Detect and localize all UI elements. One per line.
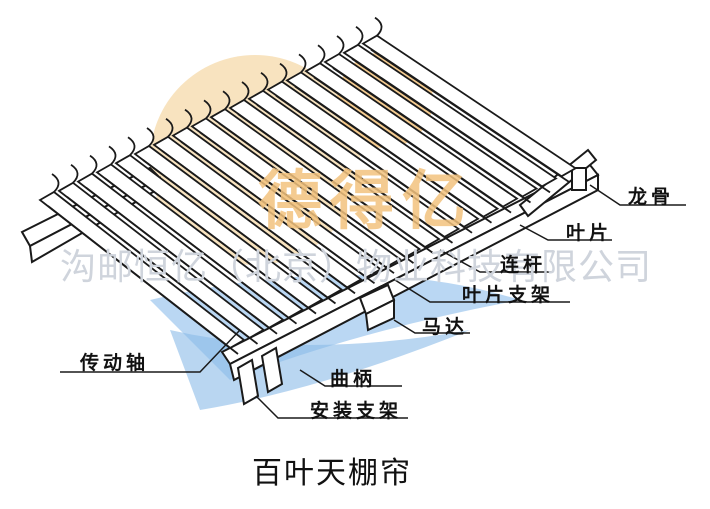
blade-bracket-hook xyxy=(108,145,117,166)
connecting-rod-segment xyxy=(370,48,571,184)
blade-bracket-hook xyxy=(165,118,174,138)
connecting-rod-segment xyxy=(85,186,278,335)
blade-bracket-hook xyxy=(70,164,79,184)
connecting-rod-segment xyxy=(180,140,376,285)
label-mounting-bracket: 安装支架 xyxy=(310,400,403,422)
connecting-rod-segment xyxy=(47,205,239,355)
leader-connecting-rod xyxy=(439,249,552,273)
label-blade: 叶片 xyxy=(566,222,613,244)
leader-blade-bracket xyxy=(394,279,570,303)
connecting-rod-segment xyxy=(275,94,473,234)
connecting-rod-segment xyxy=(142,159,337,305)
connecting-rod-segment xyxy=(104,177,298,325)
leader-blade xyxy=(519,224,612,241)
label-crank: 曲柄 xyxy=(330,368,377,390)
blade-bracket-hook xyxy=(260,72,269,92)
connecting-rod-segment xyxy=(218,122,415,264)
blade-bracket-hook xyxy=(146,127,155,147)
motor-block xyxy=(358,283,396,332)
blade-bracket-hook xyxy=(317,44,326,64)
blade-bracket-hook xyxy=(355,26,364,46)
blade-bracket-hook xyxy=(336,35,345,55)
connecting-rod-segment xyxy=(66,196,259,345)
leader-mounting-bracket xyxy=(255,395,408,419)
blade-bracket-hook xyxy=(127,136,136,156)
blade-bracket-hook xyxy=(374,16,383,37)
connecting-rod-segment xyxy=(351,58,551,194)
blade-bracket-hook xyxy=(203,99,212,120)
blade-bracket-hook xyxy=(222,90,231,110)
connecting-rod-segment xyxy=(199,131,395,274)
leader-motor xyxy=(393,319,470,334)
connecting-rod-segment xyxy=(123,168,317,315)
leader-drive-shaft xyxy=(60,329,241,373)
blade-bracket-hook xyxy=(298,53,307,74)
connecting-rod-segment xyxy=(332,67,532,204)
label-keel: 龙骨 xyxy=(628,186,675,208)
label-blade-bracket: 叶片支架 xyxy=(462,284,555,306)
watermark-logo: 德得亿 xyxy=(258,165,474,239)
leader-crank xyxy=(299,369,402,387)
blade-bracket-hook xyxy=(241,81,250,101)
leader-keel xyxy=(589,184,686,206)
blade-bracket-hook xyxy=(279,62,288,83)
louver-blades xyxy=(38,16,578,355)
label-drive-shaft: 传动轴 xyxy=(80,352,150,374)
connecting-rod-segment xyxy=(237,113,434,254)
blade-bracket-hook xyxy=(51,173,60,193)
drive-shaft xyxy=(220,163,600,382)
connecting-rod-segment xyxy=(256,104,454,244)
watermark-company: 沟邮恒亿（北京）物业科技有限公司 xyxy=(60,247,653,288)
connecting-rod-segment xyxy=(313,76,512,214)
diagram-caption: 百叶天棚帘 xyxy=(252,456,412,491)
connecting-rod-segment xyxy=(161,150,356,295)
leader-lines xyxy=(60,184,686,419)
connecting-rod-segment xyxy=(294,85,493,224)
mounting-brackets xyxy=(236,346,284,406)
label-motor: 马达 xyxy=(422,316,469,338)
blade-bracket-hook xyxy=(89,154,98,175)
blade-bracket-hook xyxy=(184,108,193,129)
label-connecting-rod: 连杆 xyxy=(500,254,547,276)
